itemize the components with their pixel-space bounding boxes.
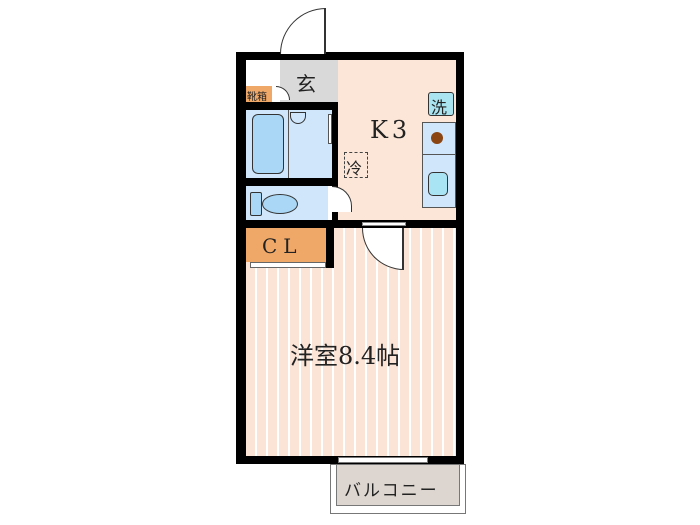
room-door-opening: [362, 222, 406, 226]
closet-door: [250, 262, 326, 268]
fridge-space: [344, 152, 368, 178]
toilet-wall-top: [246, 178, 338, 186]
closet: [246, 228, 326, 262]
shoe-box-label: 靴箱: [247, 92, 267, 103]
counter-divider: [422, 154, 456, 155]
outer-wall-left: [236, 52, 246, 464]
kitchen-label: K3: [370, 116, 412, 144]
entrance-door: [280, 8, 326, 54]
closet-label: CL: [262, 234, 303, 258]
sink-icon: [428, 172, 448, 196]
outer-wall-top: [236, 52, 462, 60]
shoe-box: [246, 86, 272, 102]
middle-wall: [236, 220, 464, 228]
balcony-label: バルコニー: [344, 481, 439, 501]
bath-divider: [288, 110, 289, 178]
room-door-leaf: [402, 228, 404, 270]
balcony-window: [338, 457, 428, 463]
bathtub-icon: [252, 114, 284, 174]
fridge-label: 冷: [346, 159, 363, 178]
stove-burner-icon: [431, 132, 443, 144]
bath-door: [328, 114, 332, 144]
entrance-door-leaf: [324, 8, 326, 54]
outer-wall-right: [456, 52, 464, 464]
toilet-tank-icon: [250, 192, 262, 216]
entrance-label: 玄: [296, 72, 316, 96]
closet-wall: [326, 228, 334, 268]
laundry-label: 洗: [431, 98, 448, 117]
bath-wall-right: [332, 102, 338, 230]
laundry-space: [428, 92, 454, 116]
toilet-bowl-icon: [262, 194, 298, 214]
balcony: [336, 464, 460, 506]
western-room-label: 洋室8.4帖: [290, 342, 401, 370]
washbasin-icon: [290, 112, 306, 124]
bath-wall-top: [246, 102, 338, 110]
